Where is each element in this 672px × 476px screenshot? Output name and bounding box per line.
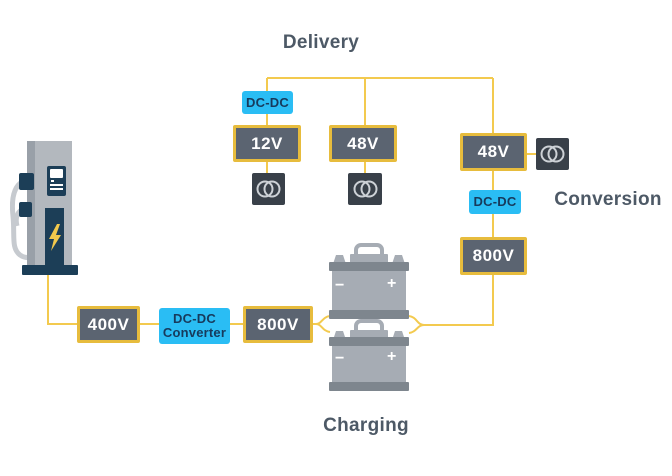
charging-rail-800v: 800V [243, 306, 313, 343]
battery-minus-terminal: − [335, 277, 345, 294]
conversion-rail-800v-label: 800V [472, 246, 515, 265]
conversion-rail-800v: 800V [460, 237, 527, 275]
battery-plus-terminal: + [387, 275, 397, 292]
motor-icon [540, 145, 565, 163]
delivery-heading: Delivery [282, 32, 360, 53]
motor-48v [348, 173, 382, 205]
rail-48v-label: 48V [347, 133, 379, 153]
charger-base [22, 265, 78, 275]
battery-plus-terminal: + [387, 348, 397, 365]
battery-pack-illustration [329, 243, 409, 391]
motor-conversion [536, 138, 569, 170]
delivery-dcdc-converter: DC-DC [242, 91, 293, 114]
battery-top [329, 243, 409, 319]
conversion-heading: Conversion [554, 189, 662, 210]
conversion-rail-48v-label: 48V [477, 142, 510, 161]
conversion-dcdc-label: DC-DC [473, 194, 517, 209]
charging-dcdc-converter: DC-DC Converter [159, 308, 230, 344]
battery-minus-terminal: − [335, 350, 345, 367]
charging-dcdc-converter-line1: DC-DC [173, 311, 216, 326]
wire-battery-fork-right [408, 315, 425, 334]
ev-charging-station-illustration [10, 141, 78, 275]
charging-rail-400v-label: 400V [87, 314, 130, 334]
motor-icon [256, 180, 281, 198]
charging-rail-400v: 400V [77, 306, 140, 343]
motor-12v [252, 173, 285, 205]
charging-heading: Charging [323, 415, 409, 436]
delivery-dcdc-label: DC-DC [246, 94, 289, 110]
battery-bottom [329, 319, 409, 391]
charging-rail-800v-label: 800V [257, 314, 299, 334]
rail-48v: 48V [329, 125, 397, 162]
motor-icon [353, 180, 377, 198]
wire-conversion-branch [424, 78, 536, 326]
conversion-rail-48v: 48V [460, 133, 527, 171]
lightning-bolt-icon [49, 224, 61, 251]
rail-12v-label: 12V [251, 133, 283, 153]
rail-12v: 12V [233, 125, 301, 162]
charging-dcdc-converter-line2: Converter [162, 325, 227, 340]
charger-plug [19, 173, 34, 190]
conversion-dcdc-converter: DC-DC [469, 190, 521, 214]
wire-charging-chain [47, 275, 316, 325]
charger-plug [19, 202, 32, 217]
wire-battery-fork-left [315, 315, 331, 333]
